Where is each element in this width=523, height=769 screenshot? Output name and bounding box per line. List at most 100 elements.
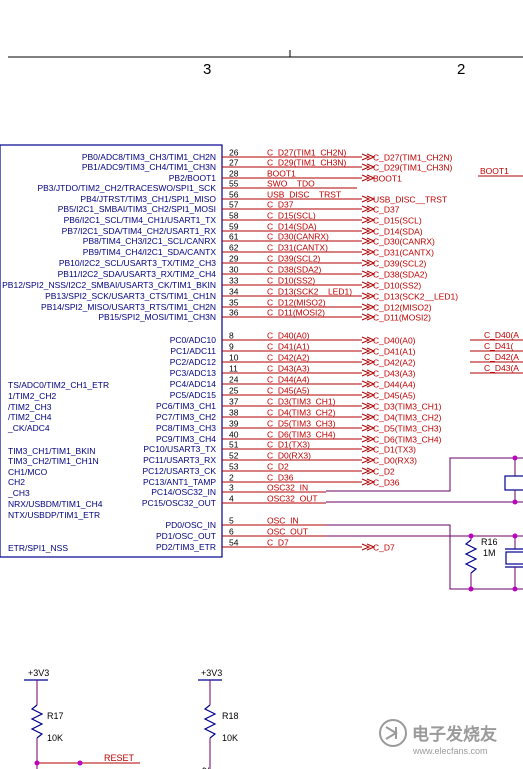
port-arrow-icon [361, 195, 376, 203]
watermark-url: www.elecfans.com [412, 746, 488, 756]
pin-number: 52 [229, 451, 239, 461]
pin-number: 8 [229, 331, 234, 341]
pin-label: PB12/SPI2_NSS/I2C2_SMBAI/USART3_CK/TIM1_… [2, 280, 216, 290]
port-arrow-icon [361, 237, 376, 245]
port-label: C_D43(A3) [373, 369, 416, 379]
port-label: C_D29(TIM1_CH3N) [373, 163, 453, 173]
port-label: C_D40(A0) [373, 336, 416, 346]
junction-dot [512, 455, 518, 461]
pin-number: 62 [229, 243, 239, 253]
left-label: /TIM2_CH3 [8, 402, 52, 412]
port-arrow-icon [361, 216, 376, 224]
port-label: C_D37 [373, 205, 400, 215]
pin-label: PC0/ADC10 [170, 335, 217, 345]
net-label: C_D37 [267, 200, 294, 210]
port-arrow-icon [361, 467, 376, 475]
port-arrow-icon [361, 358, 376, 366]
left-label: /TIM2_CH4 [8, 412, 52, 422]
junction-dot [512, 586, 518, 592]
port-label: C_D12(MISO2) [373, 303, 432, 313]
port-arrow-icon [361, 413, 376, 421]
pin-number: 30 [229, 265, 239, 275]
pin-number: 57 [229, 200, 239, 210]
pin-label: PB9/TIM4_CH4/I2C1_SDA/CANTX [83, 247, 217, 257]
pin-label: PB0/ADC8/TIM3_CH3/TIM1_CH2N [82, 152, 216, 162]
boot1-right-net: BOOT1 [480, 166, 509, 176]
pin-label: PC5/ADC15 [170, 390, 217, 400]
port-arrow-icon [361, 478, 376, 486]
pin-label: PC10/USART3_TX [143, 444, 216, 454]
left-label: TS/ADC0/TIM2_CH1_ETR [8, 380, 109, 390]
junction-dot [468, 533, 474, 539]
port-label: C_D4(TIM3_CH2) [373, 413, 442, 423]
pin-number: 5 [229, 516, 234, 526]
left-labels: TS/ADC0/TIM2_CH1_ETR 1/TIM2_CH2 /TIM2_CH… [7, 380, 109, 553]
port-label: C_D3(TIM3_CH1) [373, 402, 442, 412]
left-label: _CK/ADC4 [7, 423, 50, 433]
pin-label: PC2/ADC12 [170, 357, 217, 367]
left-label: 1/TIM2_CH2 [8, 391, 56, 401]
r17-value: 10K [47, 733, 63, 743]
port-label: C_D6(TIM3_CH4) [373, 435, 442, 445]
port-arrow-icon [361, 227, 376, 235]
port-label: C_D2 [373, 467, 395, 477]
port-arrow-icon [361, 402, 376, 410]
net-label: SWO__TDO [267, 179, 315, 189]
pin-number: 39 [229, 419, 239, 429]
pin-number: 11 [229, 364, 238, 374]
pin-label: PD2/TIM3_ETR [156, 542, 216, 552]
net-label: C_D39(SCL2) [267, 254, 321, 264]
port-label: C_D42(A2) [373, 358, 416, 368]
d40-right-net: C_D40(A [484, 330, 519, 340]
pin-number: 2 [229, 473, 234, 483]
pin-label: PC8/TIM3_CH3 [156, 423, 216, 433]
net-label: C_D40(A0) [267, 331, 310, 341]
port-arrow-icon [361, 380, 376, 388]
net-label: C_D2 [267, 462, 289, 472]
port-label: C_D0(RX3) [373, 456, 417, 466]
r16-ref: R16 [481, 537, 498, 547]
pin-label: PB7/I2C1_SDA/TIM4_CH2/USART1_RX [62, 226, 217, 236]
pin-label: PC3/ADC13 [170, 368, 217, 378]
net-label: C_D7 [267, 538, 289, 548]
port-label: C_D27(TIM1_CH2N) [373, 153, 453, 163]
pin-number: 53 [229, 462, 239, 472]
r18-value: 10K [222, 733, 238, 743]
left-label: CH2 [8, 477, 25, 487]
port-label: C_D13(SCK2__LED1) [373, 292, 458, 302]
port-label: C_D36 [373, 478, 400, 488]
port-label: C_D5(TIM3_CH3) [373, 424, 442, 434]
junction-dot [77, 760, 83, 766]
pin-label: PC6/TIM3_CH1 [156, 401, 216, 411]
r18-ref: R18 [222, 711, 239, 721]
port-label: C_D38(SDA2) [373, 270, 427, 280]
net-label: C_D44(A4) [267, 375, 310, 385]
resistor-r18 [203, 704, 217, 739]
r17-rail: +3V3 [28, 668, 49, 678]
left-label: CH1/MCO [8, 467, 48, 477]
r18-rail: +3V3 [201, 668, 222, 678]
pin-label: PC13/ANT1_TAMP [143, 477, 216, 487]
left-label: NRX/USBDM/TIM1_CH4 [8, 499, 103, 509]
resistor-r16 [464, 539, 478, 574]
pin-label: PC11/USART3_RX [143, 455, 216, 465]
net-label: C_D1(TX3) [267, 440, 310, 450]
pin-number: 59 [229, 222, 239, 232]
net-label: OSC32_OUT [267, 494, 318, 504]
port-arrow-icon [361, 336, 376, 344]
port-arrow-icon [361, 435, 376, 443]
net-label: C_D29(TIM1_CH3N) [267, 158, 347, 168]
net-label: C_D41(A1) [267, 342, 310, 352]
port-label: C_D39(SCL2) [373, 259, 427, 269]
pin-label: PC9/TIM3_CH4 [156, 434, 216, 444]
junction-dot [34, 760, 40, 766]
pin-label: PD1/OSC_OUT [156, 531, 216, 541]
pin-label: PC12/USART3_CK [142, 466, 216, 476]
pin-label: PC7/TIM3_CH2 [156, 412, 216, 422]
pin-label: PB15/SPI2_MOSI/TIM1_CH3N [98, 312, 216, 322]
junction-dot [512, 533, 518, 539]
port-arrow-icon [361, 281, 376, 289]
left-label: NTX/USBDP/TIM1_ETR [8, 510, 100, 520]
d42-right-net: C_D42(A [484, 352, 519, 362]
